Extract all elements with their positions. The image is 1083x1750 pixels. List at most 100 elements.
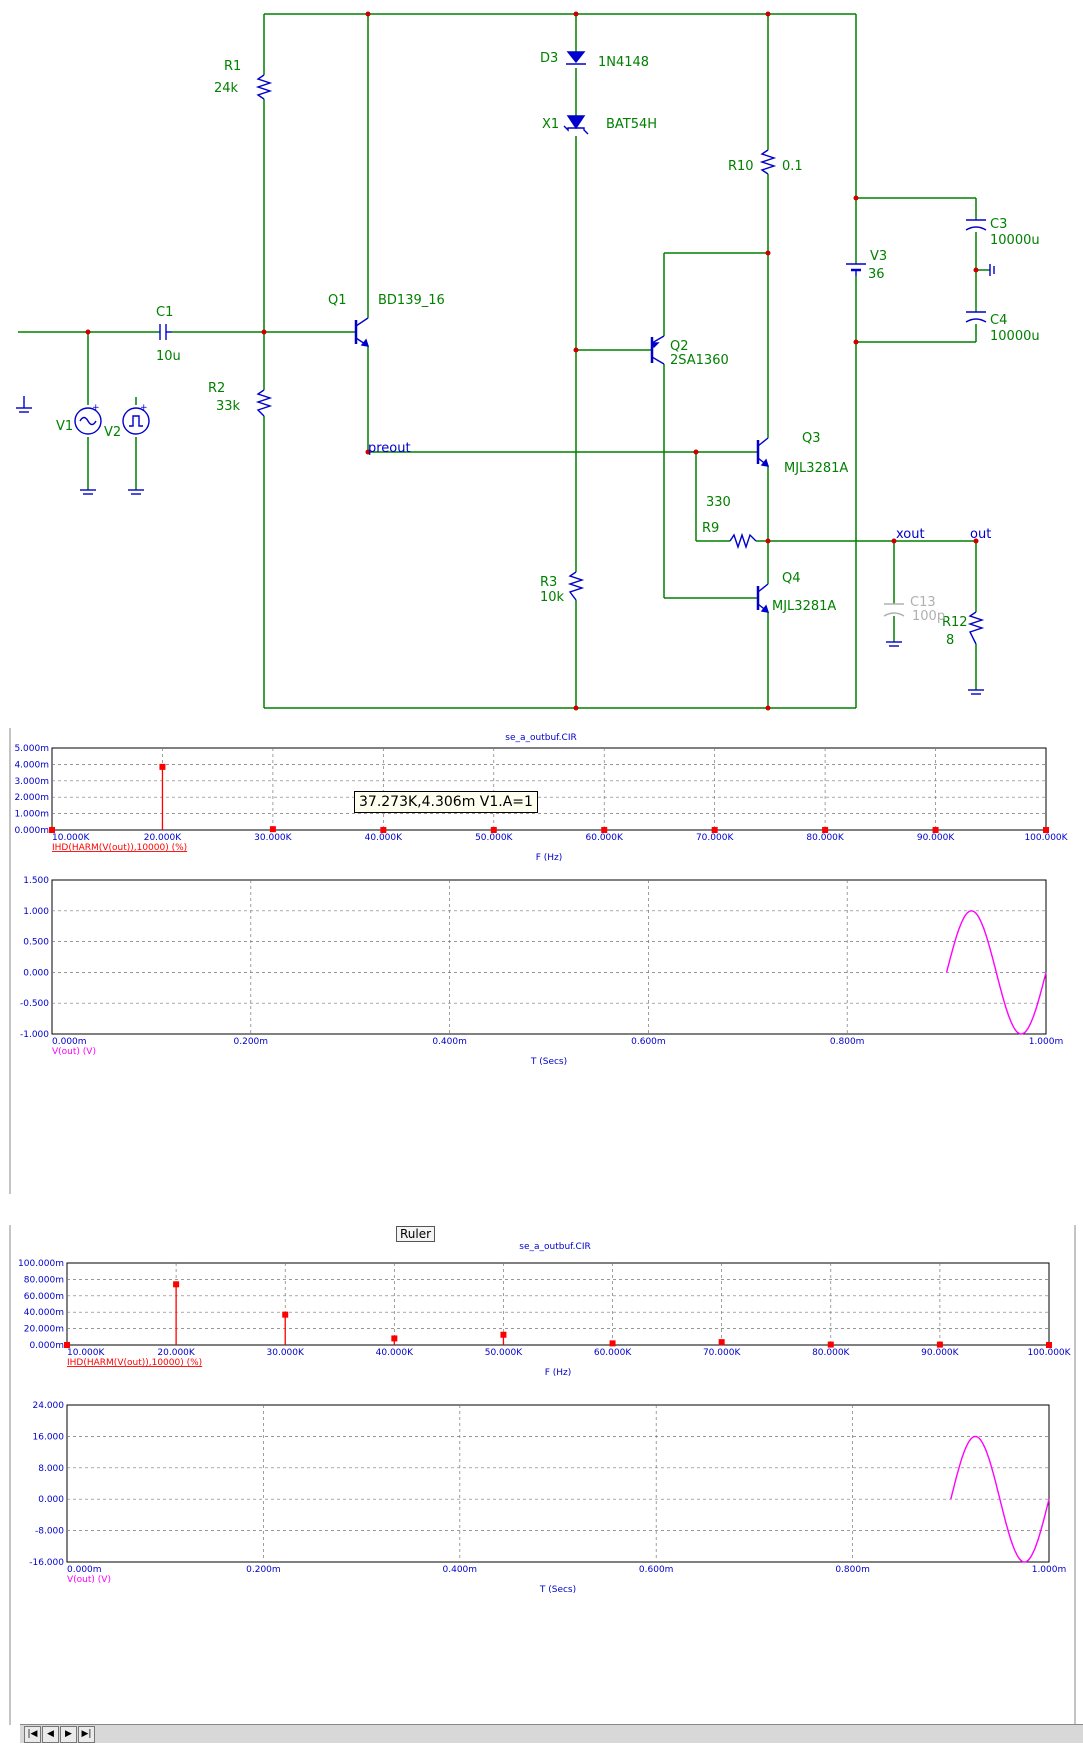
- label-v1-ref: V1: [56, 419, 73, 434]
- x-tick-label: 40.000K: [365, 833, 403, 843]
- label-v3-ref: V3: [870, 249, 887, 264]
- plot-frame: [66, 1262, 1050, 1346]
- ruler-label[interactable]: Ruler: [396, 1226, 436, 1242]
- y-tick-label: -1.000: [20, 1030, 49, 1040]
- circuit-schematic[interactable]: R1 24k R2 33k R3 10k 330 R9 R10 0.1 R12 …: [0, 0, 1083, 725]
- plot-1-title: se_a_outbuf.CIR: [505, 733, 576, 743]
- node-label-xout: xout: [896, 527, 925, 542]
- harmonic-marker: [822, 827, 829, 833]
- series-label: IHD(HARM(V(out)),10000) (%): [67, 1358, 202, 1368]
- y-tick-label: 100.000m: [18, 1259, 64, 1269]
- x-axis-label: T (Secs): [530, 1057, 567, 1067]
- label-d3-val: 1N4148: [598, 55, 649, 70]
- label-c1-val: 10u: [156, 349, 181, 364]
- plot-frame: [51, 879, 1047, 1035]
- y-tick-label: 2.000m: [14, 793, 49, 803]
- node-label-out: out: [970, 527, 991, 542]
- series-label: V(out) (V): [67, 1575, 111, 1585]
- x-axis-label: F (Hz): [545, 1368, 572, 1378]
- x-tick-label: 90.000K: [917, 833, 955, 843]
- node-dots: [85, 11, 979, 711]
- label-q3-ref: Q3: [802, 431, 821, 446]
- waveform-trace: [950, 1435, 1050, 1563]
- harmonic-marker: [1043, 827, 1049, 833]
- plot-frame: [51, 747, 1047, 831]
- y-tick-label: 0.000: [23, 968, 49, 978]
- harmonic-marker: [391, 1335, 398, 1342]
- label-r2-val: 33k: [216, 399, 241, 414]
- first-page-icon[interactable]: |◀: [24, 1726, 41, 1743]
- harmonic-marker: [49, 827, 55, 833]
- resistor-r2: [255, 389, 273, 417]
- label-q1-val: BD139_16: [378, 293, 445, 308]
- y-tick-label: 1.500: [23, 876, 49, 886]
- x-tick-label: 50.000K: [485, 1348, 523, 1358]
- prev-page-icon[interactable]: ◀: [42, 1726, 59, 1743]
- y-tick-label: 20.000m: [24, 1325, 64, 1335]
- label-v2-ref: V2: [104, 425, 121, 440]
- bottom-scrollbar[interactable]: |◀ ◀ ▶ ▶|: [20, 1724, 1083, 1743]
- x-tick-label: 0.400m: [432, 1037, 467, 1047]
- label-q2-val: 2SA1360: [670, 353, 729, 368]
- x-tick-label: 1.000m: [1032, 1565, 1067, 1575]
- last-page-icon[interactable]: ▶|: [78, 1726, 95, 1743]
- label-c3-val: 10000u: [990, 233, 1040, 248]
- x-axis-label: F (Hz): [536, 853, 563, 863]
- ground-symbols: [16, 264, 995, 695]
- plot-frame: [66, 1404, 1050, 1563]
- y-tick-label: 1.000: [23, 907, 49, 917]
- x-tick-label: 0.800m: [835, 1565, 870, 1575]
- x-axis-label: T (Secs): [539, 1585, 576, 1595]
- cursor-readout-tooltip: 37.273K,4.306m V1.A=1: [354, 791, 538, 813]
- y-tick-label: 0.000: [38, 1495, 64, 1505]
- components: [16, 51, 995, 695]
- x-tick-label: 100.000K: [1024, 833, 1068, 843]
- harmonic-marker: [601, 827, 608, 833]
- y-tick-label: 16.000: [33, 1432, 65, 1442]
- label-x1-ref: X1: [542, 117, 559, 132]
- label-r9-val: 330: [706, 495, 731, 510]
- x-tick-label: 0.000m: [52, 1037, 87, 1047]
- label-r9-ref: R9: [702, 521, 719, 536]
- wires: [18, 13, 990, 709]
- label-r1-val: 24k: [214, 81, 239, 96]
- label-r1-ref: R1: [224, 59, 241, 74]
- capacitor-c3: [965, 219, 987, 231]
- y-tick-label: -0.500: [20, 999, 49, 1009]
- x-tick-label: 0.200m: [246, 1565, 281, 1575]
- x-tick-label: 80.000K: [806, 833, 844, 843]
- x-tick-label: 0.600m: [639, 1565, 674, 1575]
- capacitor-c1: [159, 324, 172, 340]
- x-tick-label: 0.200m: [234, 1037, 269, 1047]
- x-tick-label: 60.000K: [586, 833, 624, 843]
- x-tick-label: 30.000K: [267, 1348, 305, 1358]
- x-tick-label: 0.800m: [830, 1037, 865, 1047]
- y-tick-label: 4.000m: [14, 760, 49, 770]
- y-tick-label: 0.000m: [14, 826, 49, 836]
- label-x1-val: BAT54H: [606, 117, 657, 132]
- waveform-trace: [945, 910, 1047, 1035]
- label-r12-ref: R12: [942, 615, 968, 630]
- resistor-r12: [967, 611, 985, 645]
- x-tick-label: 50.000K: [475, 833, 513, 843]
- resistor-r9: [729, 532, 757, 550]
- next-page-icon[interactable]: ▶: [60, 1726, 77, 1743]
- harmonic-marker: [932, 827, 939, 833]
- label-c4-val: 10000u: [990, 329, 1040, 344]
- resistor-r10: [759, 149, 777, 175]
- x-tick-label: 10.000K: [52, 833, 90, 843]
- harmonic-marker: [64, 1342, 70, 1348]
- resistor-r1: [255, 74, 273, 100]
- x-tick-label: 0.000m: [67, 1565, 102, 1575]
- label-q4-val: MJL3281A: [772, 599, 836, 614]
- x-tick-label: 80.000K: [812, 1348, 850, 1358]
- y-tick-label: 0.000m: [29, 1341, 64, 1351]
- label-c13-val: 100p: [912, 609, 945, 624]
- y-tick-label: 5.000m: [14, 744, 49, 754]
- label-q4-ref: Q4: [782, 571, 801, 586]
- capacitor-c13: [883, 603, 905, 617]
